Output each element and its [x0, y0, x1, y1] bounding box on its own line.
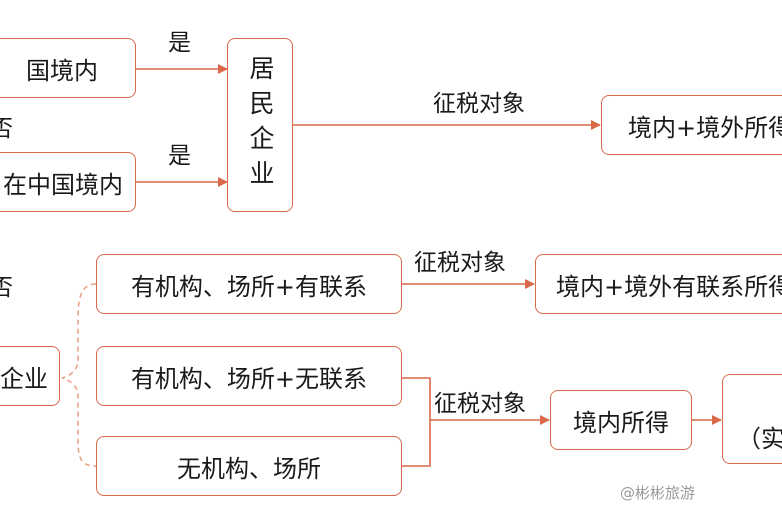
connected-scope-box: 境内+境外有联系所得	[535, 254, 782, 314]
watermark: @彬彬旅游	[620, 482, 695, 503]
no-org-box: 无机构、场所	[96, 436, 402, 496]
has-org-connected-box: 有机构、场所+有联系	[96, 254, 402, 314]
resident-enterprise-box: 居民企业	[227, 38, 293, 212]
has-org-not-connected-box: 有机构、场所+无联系	[96, 346, 402, 406]
domestic-income-box: 境内所得	[550, 390, 692, 450]
label-yes-2: 是	[168, 143, 191, 169]
label-tax-object-2: 征税对象	[414, 250, 506, 276]
label-no-1: 否	[0, 116, 13, 142]
nonresident-enterprise-box: 企业	[0, 346, 60, 406]
label-yes-1: 是	[168, 30, 191, 56]
label-tax-object-1: 征税对象	[433, 91, 525, 117]
nonresident-enterprise-text: 企业	[0, 364, 48, 393]
partial-box-text: （实际	[737, 424, 782, 453]
no-org-text: 无机构、场所	[177, 454, 321, 483]
domestic-income-text: 境内所得	[573, 408, 669, 437]
merge-line	[402, 377, 431, 467]
partial-box: （实际	[722, 374, 782, 464]
resident-scope-text: 境内+境外所得	[628, 113, 782, 142]
in-china-box-1-text: 国境内	[26, 56, 98, 85]
has-org-not-connected-text: 有机构、场所+无联系	[130, 364, 368, 393]
connected-scope-text: 境内+境外有联系所得	[556, 272, 782, 301]
in-china-box-2-text: 在中国境内	[3, 170, 123, 199]
resident-scope-box: 境内+境外所得	[601, 95, 782, 155]
in-china-box-2: 在中国境内	[0, 152, 136, 212]
label-tax-object-3: 征税对象	[434, 391, 526, 417]
watermark-text: @彬彬旅游	[620, 484, 696, 502]
dashed-brace	[61, 283, 97, 467]
label-no-2: 否	[0, 275, 13, 301]
has-org-connected-text: 有机构、场所+有联系	[130, 272, 368, 301]
resident-enterprise-text: 居民企业	[246, 55, 275, 195]
in-china-box-1: 国境内	[0, 38, 136, 98]
